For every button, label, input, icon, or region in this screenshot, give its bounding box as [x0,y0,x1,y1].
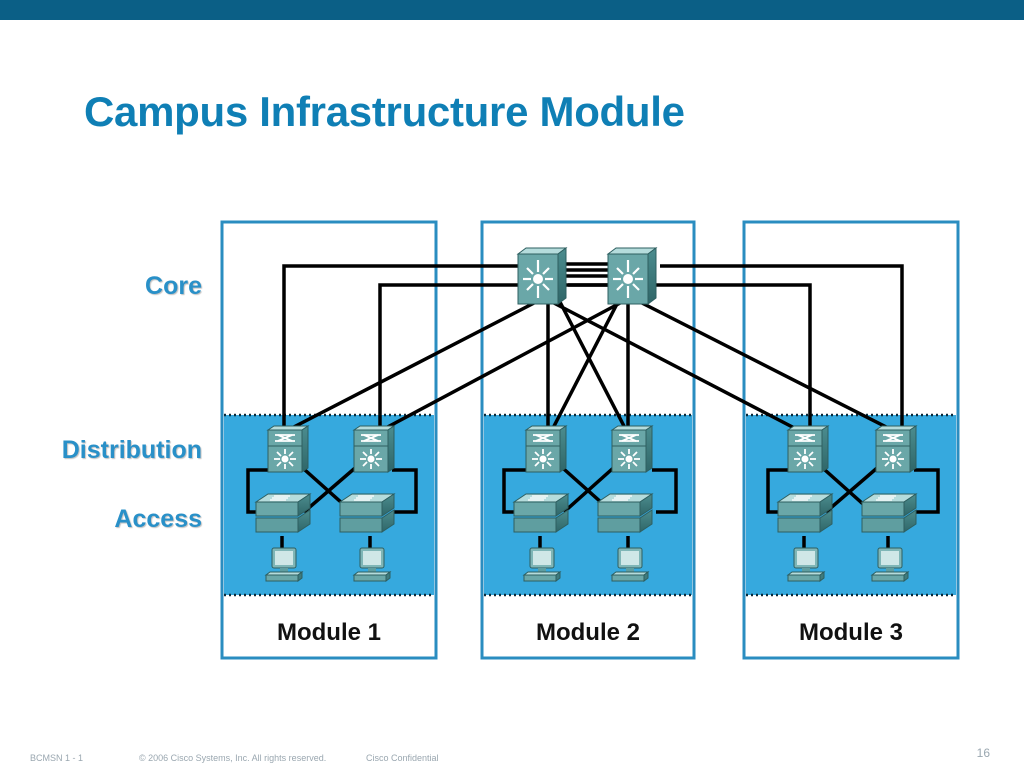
module-2-label: Module 2 [536,619,640,646]
layer-label-access: Access [114,505,202,533]
distribution-switch-icon [875,425,917,473]
footer-confidential: Cisco Confidential [366,753,439,763]
distribution-switch-icon [353,425,395,473]
distribution-switch-icon [611,425,653,473]
access-switch-icon [255,493,311,533]
module-1-label: Module 1 [277,619,381,646]
access-switch-icon [861,493,917,533]
page-number: 16 [976,746,990,760]
core-switch-icon [606,246,658,306]
footer-course-code: BCMSN 1 - 1 [30,753,84,763]
access-switch-icon [777,493,833,533]
access-switch-icon [513,493,569,533]
distribution-switch-icon [267,425,309,473]
layer-label-core: Core [145,272,202,300]
access-switch-icon [597,493,653,533]
access-switch-icon [339,493,395,533]
header-bar [0,0,1024,20]
band-dotted-borders [224,413,956,597]
module-3-label: Module 3 [799,619,903,646]
layer-label-distribution: Distribution [61,436,202,464]
core-switch-icon [516,246,568,306]
footer-copyright: © 2006 Cisco Systems, Inc. All rights re… [139,753,327,763]
slide-title: Campus Infrastructure Module [84,88,685,135]
distribution-switch-icon [787,425,829,473]
distribution-switch-icon [525,425,567,473]
